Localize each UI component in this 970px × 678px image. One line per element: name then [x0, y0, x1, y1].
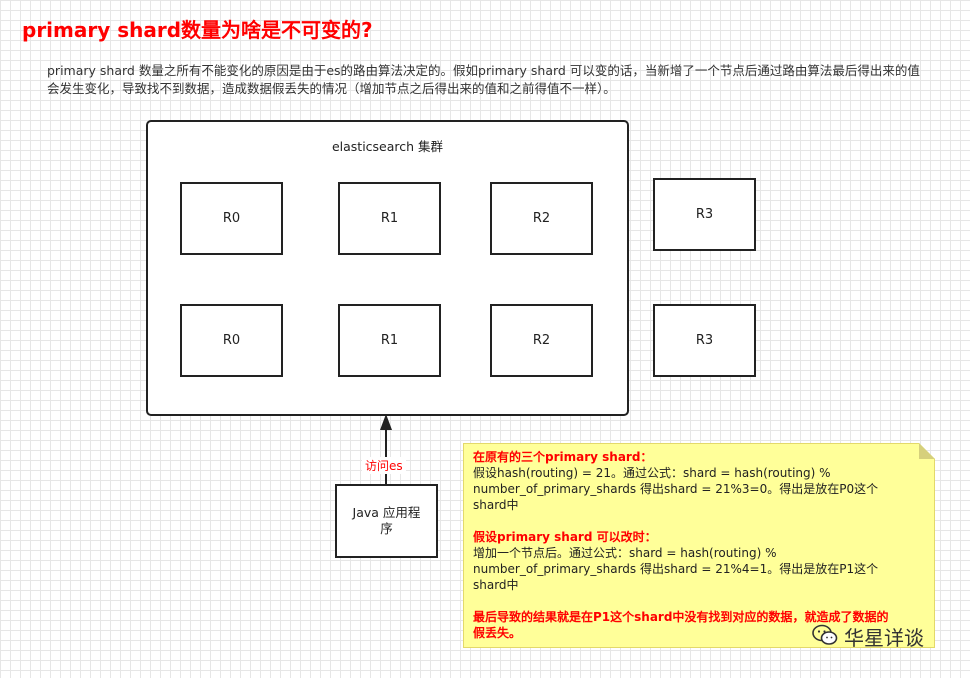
note-original-line-3: shard中 [473, 498, 519, 512]
note-conclusion-line-1: 最后导致的结果就是在P1这个shard中没有找到对应的数据，就造成了数据的 [473, 610, 889, 624]
new-node-r3-row1: R3 [653, 178, 756, 251]
note-conclusion-line-2: 假丢失。 [473, 626, 522, 640]
shard-r1-row2: R1 [338, 304, 441, 377]
intro-line-2: 会发生变化，导致找不到数据，造成数据假丢失的情况（增加节点之后得出来的值和之前得… [47, 81, 616, 96]
watermark-text: 华星详谈 [844, 626, 924, 650]
note-original-line-1: 假设hash(routing) = 21。通过公式：shard = hash(r… [473, 466, 831, 480]
note-original-line-2: number_of_primary_shards 得出shard = 21%3=… [473, 482, 879, 496]
explanation-note: 在原有的三个primary shard： 假设hash(routing) = 2… [463, 443, 935, 648]
note-heading-changed: 假设primary shard 可以改时： [473, 530, 657, 544]
java-app-box: Java 应用程 序 [335, 484, 438, 558]
intro-paragraph: primary shard 数量之所有不能变化的原因是由于es的路由算法决定的。… [47, 62, 947, 98]
note-folded-corner [919, 443, 935, 459]
intro-line-1: primary shard 数量之所有不能变化的原因是由于es的路由算法决定的。… [47, 63, 920, 78]
java-app-label-line2: 序 [380, 521, 393, 536]
access-arrow-head [380, 414, 392, 430]
note-changed-line-2: number_of_primary_shards 得出shard = 21%4=… [473, 562, 879, 576]
shard-r2-row2: R2 [490, 304, 593, 377]
shard-r0-row2: R0 [180, 304, 283, 377]
access-es-label: 访问es [362, 457, 406, 474]
access-arrow-line [385, 428, 387, 484]
note-changed-line-1: 增加一个节点后。通过公式：shard = hash(routing) % [473, 546, 777, 560]
new-node-r3-row2: R3 [653, 304, 756, 377]
cluster-label: elasticsearch 集群 [331, 139, 444, 154]
wechat-icon [812, 624, 838, 650]
shard-r1-row1: R1 [338, 182, 441, 255]
note-changed-line-3: shard中 [473, 578, 519, 592]
watermark: 华星详谈 [812, 622, 924, 651]
shard-r2-row1: R2 [490, 182, 593, 255]
shard-r0-row1: R0 [180, 182, 283, 255]
java-app-label-line1: Java 应用程 [352, 505, 421, 520]
page-title: primary shard数量为啥是不可变的? [22, 18, 373, 42]
note-heading-original: 在原有的三个primary shard： [473, 450, 653, 464]
